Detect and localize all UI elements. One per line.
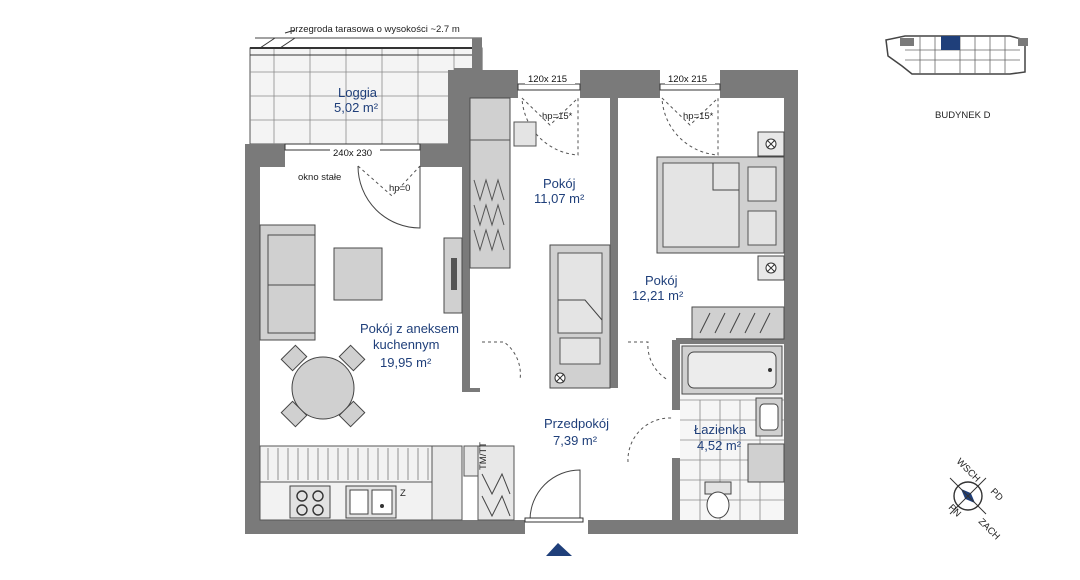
living-area: 19,95 m² xyxy=(380,355,432,370)
room1-name: Pokój xyxy=(543,176,576,191)
window-w3-note: okno stałe xyxy=(298,172,341,183)
window-w1-size: 120x 215 xyxy=(528,74,567,85)
hall-area: 7,39 m² xyxy=(553,433,598,448)
building-label: BUDYNEK D xyxy=(935,110,991,121)
window-w3: 240x 230 okno stałe hp=0 xyxy=(298,146,421,229)
balcony-note: przegroda tarasowa o wysokości ~2.7 m xyxy=(290,24,460,35)
loggia-area xyxy=(249,29,483,145)
window-w2: 120x 215 hp=15* xyxy=(661,72,719,156)
kitchen: Z TM/TT xyxy=(259,442,515,521)
doors xyxy=(482,341,673,523)
hall-name: Przedpokój xyxy=(544,416,609,431)
loggia-name: Loggia xyxy=(338,85,378,100)
entrance-marker-icon xyxy=(546,543,572,556)
building-keyplan xyxy=(885,35,1028,75)
window-w1: 120x 215 hp=15* xyxy=(521,72,579,156)
living-name-line2: kuchennym xyxy=(373,337,439,352)
kitchen-z-mark: Z xyxy=(400,488,406,499)
bath-area: 4,52 m² xyxy=(697,438,742,453)
compass-pd: PD xyxy=(988,486,1005,503)
bathroom xyxy=(680,344,785,520)
window-w1-hp: hp=15* xyxy=(542,111,573,122)
room2-furniture xyxy=(656,131,785,340)
loggia-area-label: 5,02 m² xyxy=(334,100,379,115)
room1-furniture xyxy=(469,97,611,389)
window-w3-hp: hp=0 xyxy=(389,183,410,194)
room2-name: Pokój xyxy=(645,273,678,288)
room1-area: 11,07 m² xyxy=(534,191,585,206)
walls xyxy=(245,70,798,534)
window-w2-size: 120x 215 xyxy=(668,74,707,85)
room2-area: 12,21 m² xyxy=(632,288,684,303)
window-w2-hp: hp=15* xyxy=(683,111,714,122)
living-name-line1: Pokój z aneksem xyxy=(360,321,459,336)
compass-zach: ZACH xyxy=(976,516,1002,542)
window-w3-size: 240x 230 xyxy=(333,148,372,159)
bath-name: Łazienka xyxy=(694,422,747,437)
compass-icon xyxy=(949,477,987,515)
living-furniture xyxy=(259,224,463,428)
kitchen-fridge-mark: TM/TT xyxy=(478,442,489,470)
compass-wsch: WSCH xyxy=(954,456,982,484)
